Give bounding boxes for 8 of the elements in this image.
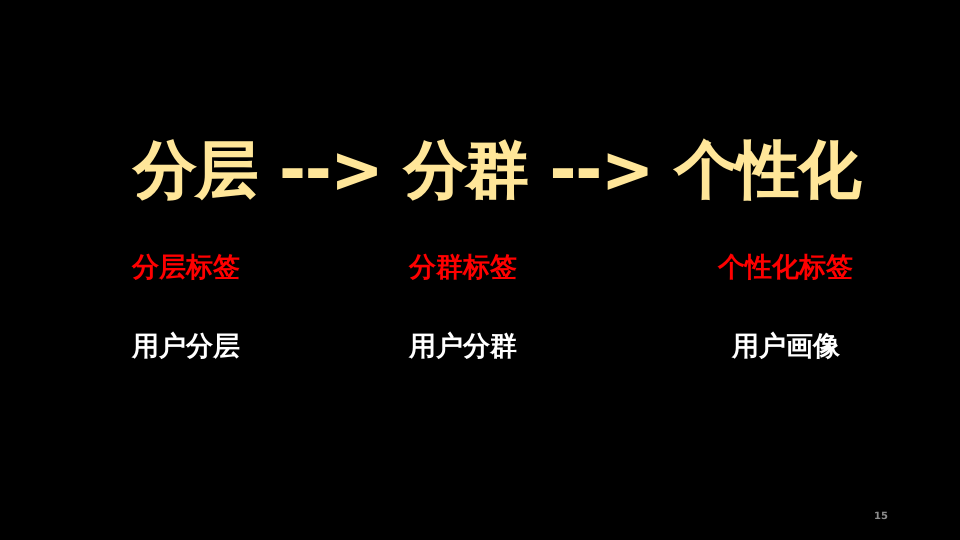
page-number: 15 — [874, 511, 888, 522]
slide-title: 分层 --> 分群 --> 个性化 — [134, 136, 862, 204]
column-label: 用户分层 — [132, 332, 240, 362]
column-label: 用户分群 — [409, 332, 517, 362]
column-heading: 分群标签 — [409, 253, 517, 283]
column-heading: 个性化标签 — [718, 253, 853, 283]
column-label: 用户画像 — [732, 332, 840, 362]
column-heading: 分层标签 — [132, 253, 240, 283]
